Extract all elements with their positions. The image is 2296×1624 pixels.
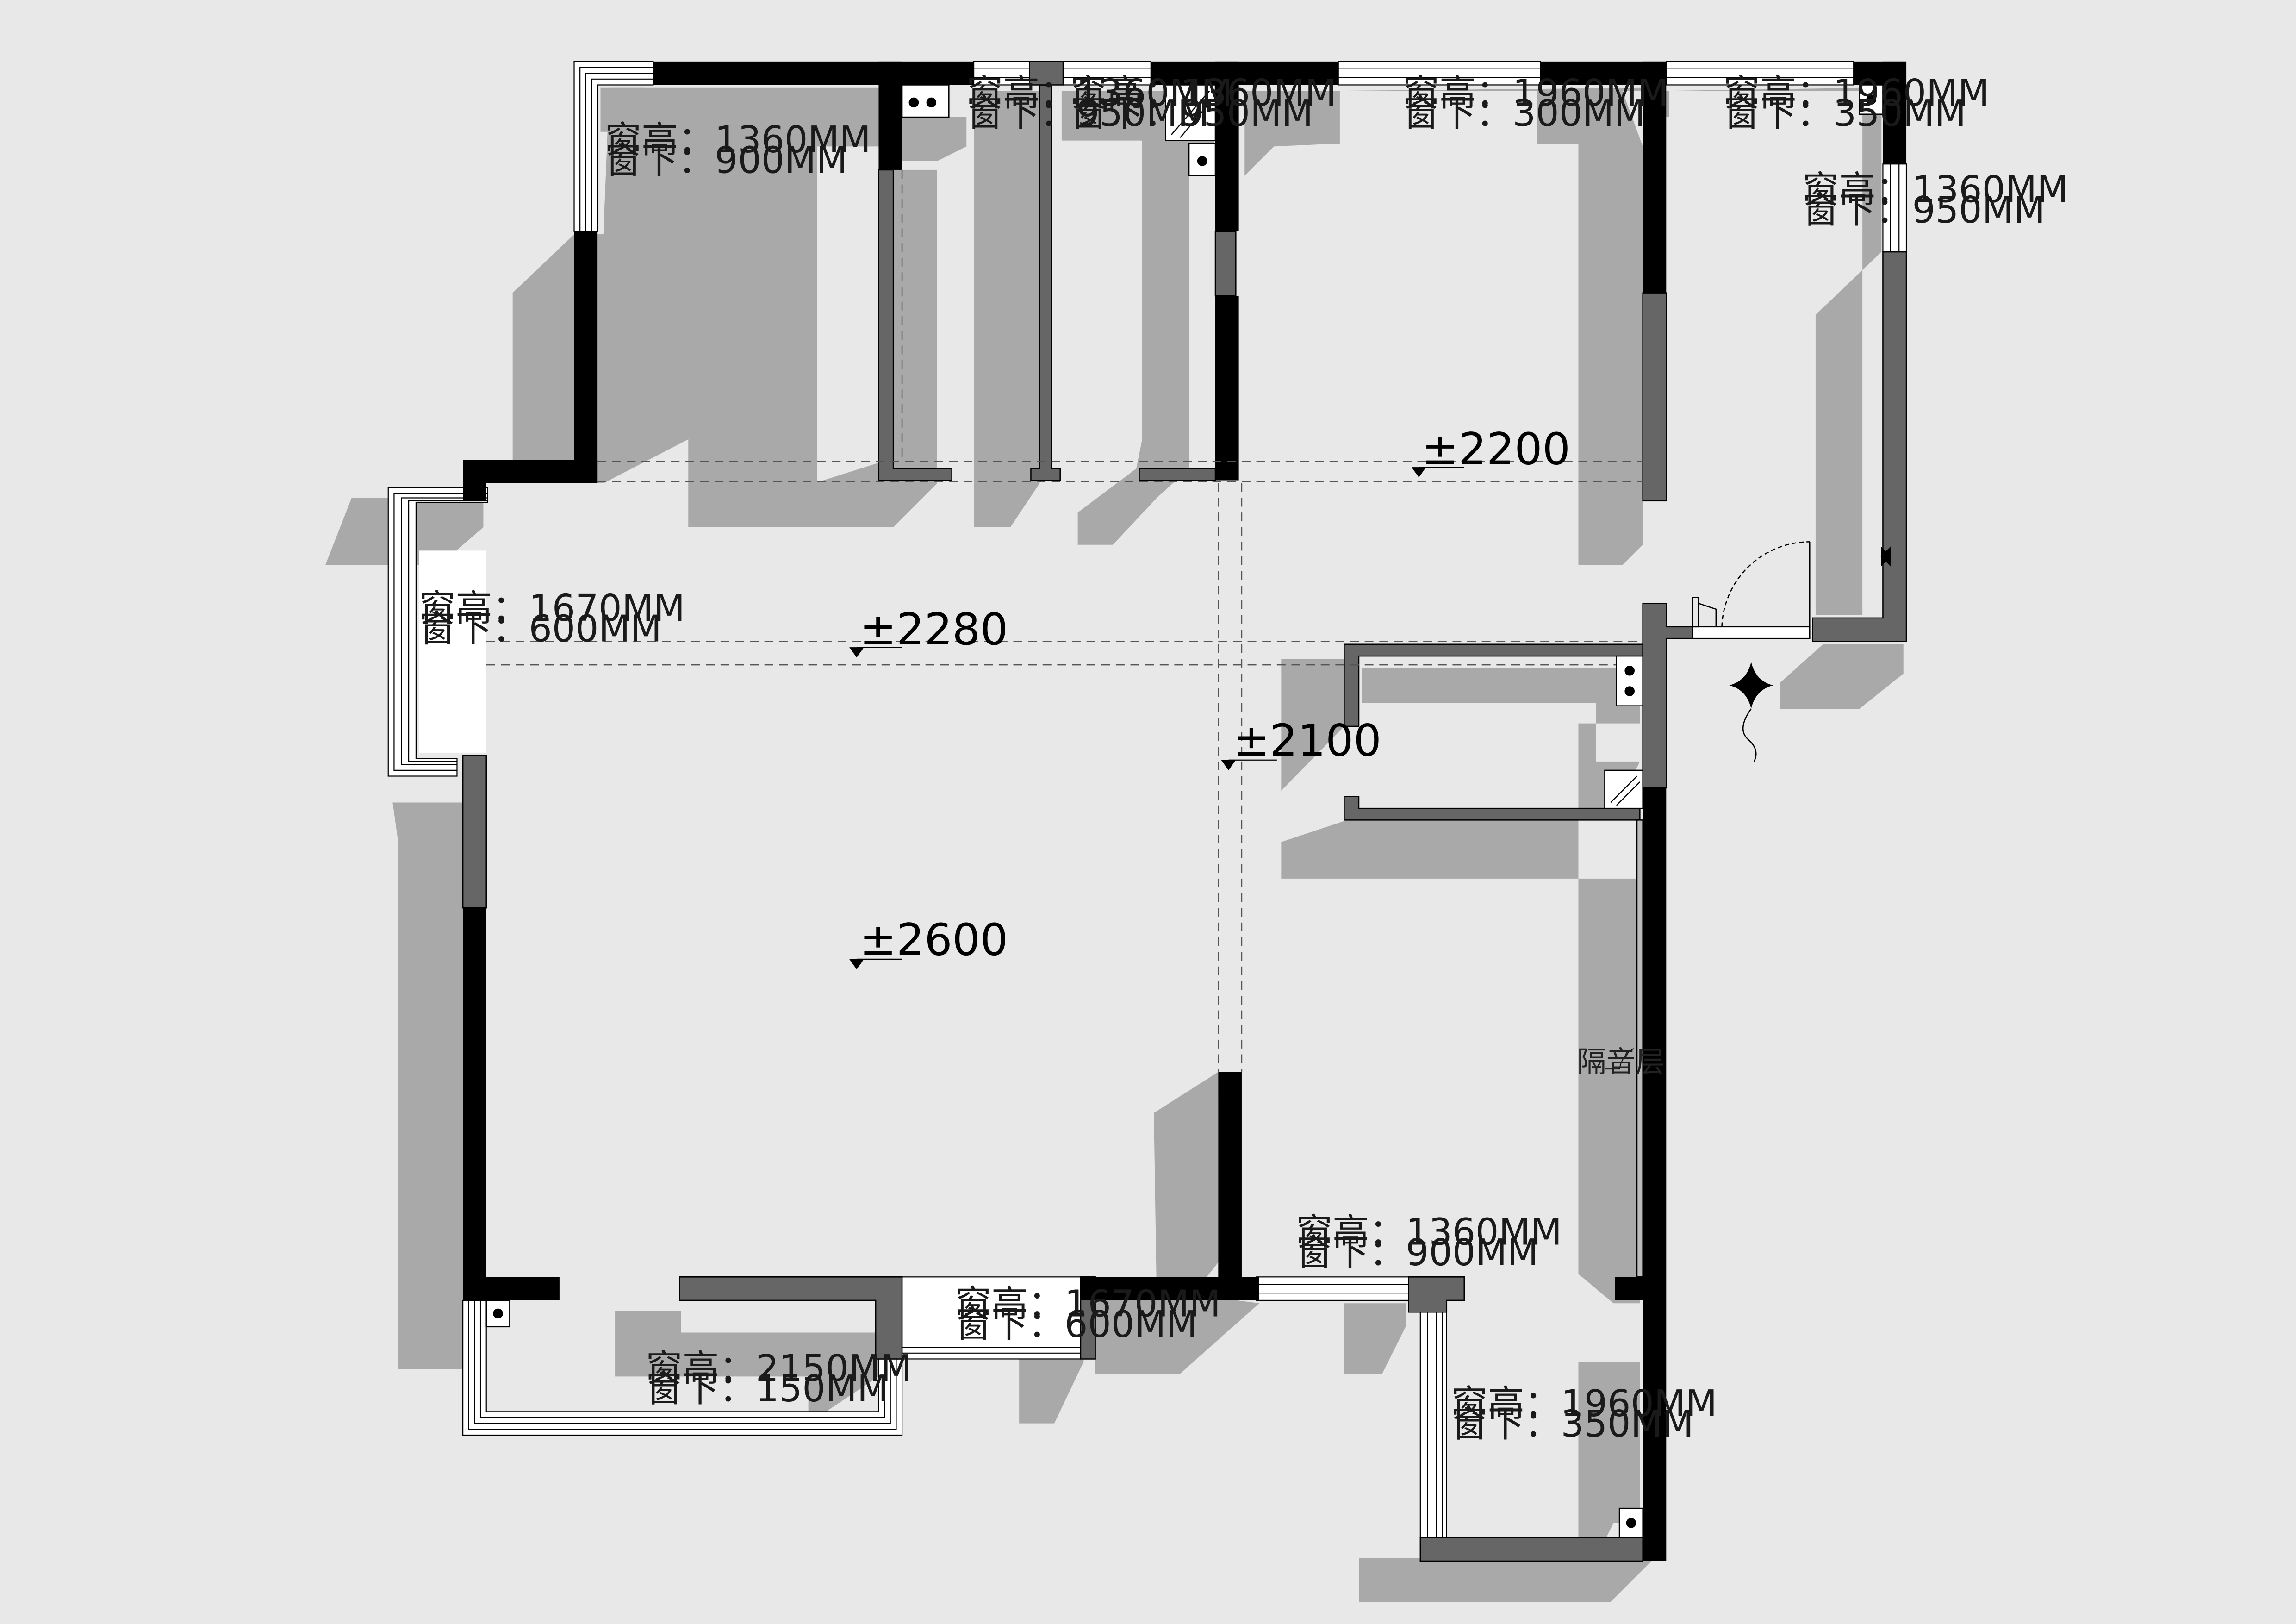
window-left-bay (387, 487, 488, 777)
window-bottom-center (901, 1276, 1082, 1360)
socket-icon-5 (485, 1299, 510, 1328)
level-label-1: ±2200 (1422, 424, 1570, 475)
svg-text:窗下：350MM: 窗下：350MM (1451, 1403, 1694, 1445)
level-label-4: ±2600 (859, 914, 1008, 965)
window-bottom-right-strip (1256, 1276, 1409, 1301)
window-balcony-right (1419, 1299, 1447, 1538)
level-label-2: ±2280 (859, 604, 1008, 655)
window-top-4 (1666, 61, 1854, 86)
shadow-layer (325, 87, 1904, 1602)
svg-text:窗下：300MM: 窗下：300MM (1403, 92, 1646, 135)
socket-icon-6 (1618, 1507, 1643, 1538)
window-right (1882, 163, 1907, 253)
svg-text:窗下：950MM: 窗下：950MM (966, 92, 1209, 135)
svg-text:窗下：900MM: 窗下：900MM (1296, 1231, 1539, 1274)
svg-text:窗高：1360MM: 窗高：1360MM (1070, 72, 1337, 114)
bearing-walls (463, 61, 1907, 1561)
svg-text:窗高：1360MM: 窗高：1360MM (605, 119, 871, 161)
breaker-icon (1880, 546, 1892, 567)
svg-text:窗下：950MM: 窗下：950MM (1802, 189, 2045, 231)
socket-icon-2 (1188, 143, 1216, 176)
svg-text:窗下：950MM: 窗下：950MM (1070, 92, 1313, 135)
svg-text:窗下：600MM: 窗下：600MM (419, 607, 662, 650)
vent-icon-2 (1604, 769, 1643, 809)
vent-icon-1 (1165, 84, 1216, 141)
windows-layer (387, 61, 1907, 1538)
svg-text:窗高：1960MM: 窗高：1960MM (1724, 72, 1990, 114)
level-marker-2: ±2280 (849, 604, 1008, 658)
partition-note-label: 隔音层 (1577, 1044, 1665, 1079)
ceiling-dashed-lines (486, 169, 1643, 1072)
socket-icon-4 (1616, 655, 1643, 706)
svg-text:窗高：2150MM: 窗高：2150MM (646, 1347, 912, 1390)
svg-text:窗高：1360MM: 窗高：1360MM (1296, 1211, 1562, 1254)
level-label-3: ±2100 (1233, 715, 1381, 766)
socket-icon-3 (1859, 84, 1884, 115)
level-marker-3: ±2100 (1221, 715, 1381, 770)
svg-text:窗高：1670MM: 窗高：1670MM (955, 1283, 1221, 1325)
entry-door (1692, 541, 1811, 639)
svg-text:窗下：350MM: 窗下：350MM (1724, 92, 1966, 135)
svg-text:窗下：900MM: 窗下：900MM (605, 139, 848, 181)
svg-text:窗高：1360MM: 窗高：1360MM (1802, 169, 2068, 211)
svg-text:窗高：1670MM: 窗高：1670MM (419, 587, 685, 630)
svg-text:窗下：600MM: 窗下：600MM (955, 1303, 1198, 1346)
svg-text:窗高：1360MM: 窗高：1360MM (966, 72, 1232, 114)
svg-text:窗下：150MM: 窗下：150MM (646, 1368, 889, 1410)
level-marker-4: ±2600 (849, 914, 1008, 970)
window-top-2 (1062, 61, 1151, 86)
partition-note: 隔音层 (1577, 1044, 1665, 1079)
partition-walls (462, 61, 1907, 1562)
window-top-1 (973, 61, 1030, 86)
socket-icon-1 (901, 84, 950, 118)
svg-text:窗高：1960MM: 窗高：1960MM (1451, 1382, 1717, 1425)
window-top-3 (1338, 61, 1541, 86)
entry-star-icon (1729, 662, 1773, 762)
svg-text:窗高：1960MM: 窗高：1960MM (1403, 72, 1669, 114)
fixtures (485, 84, 1892, 1538)
level-marker-1: ±2200 (1411, 424, 1570, 478)
